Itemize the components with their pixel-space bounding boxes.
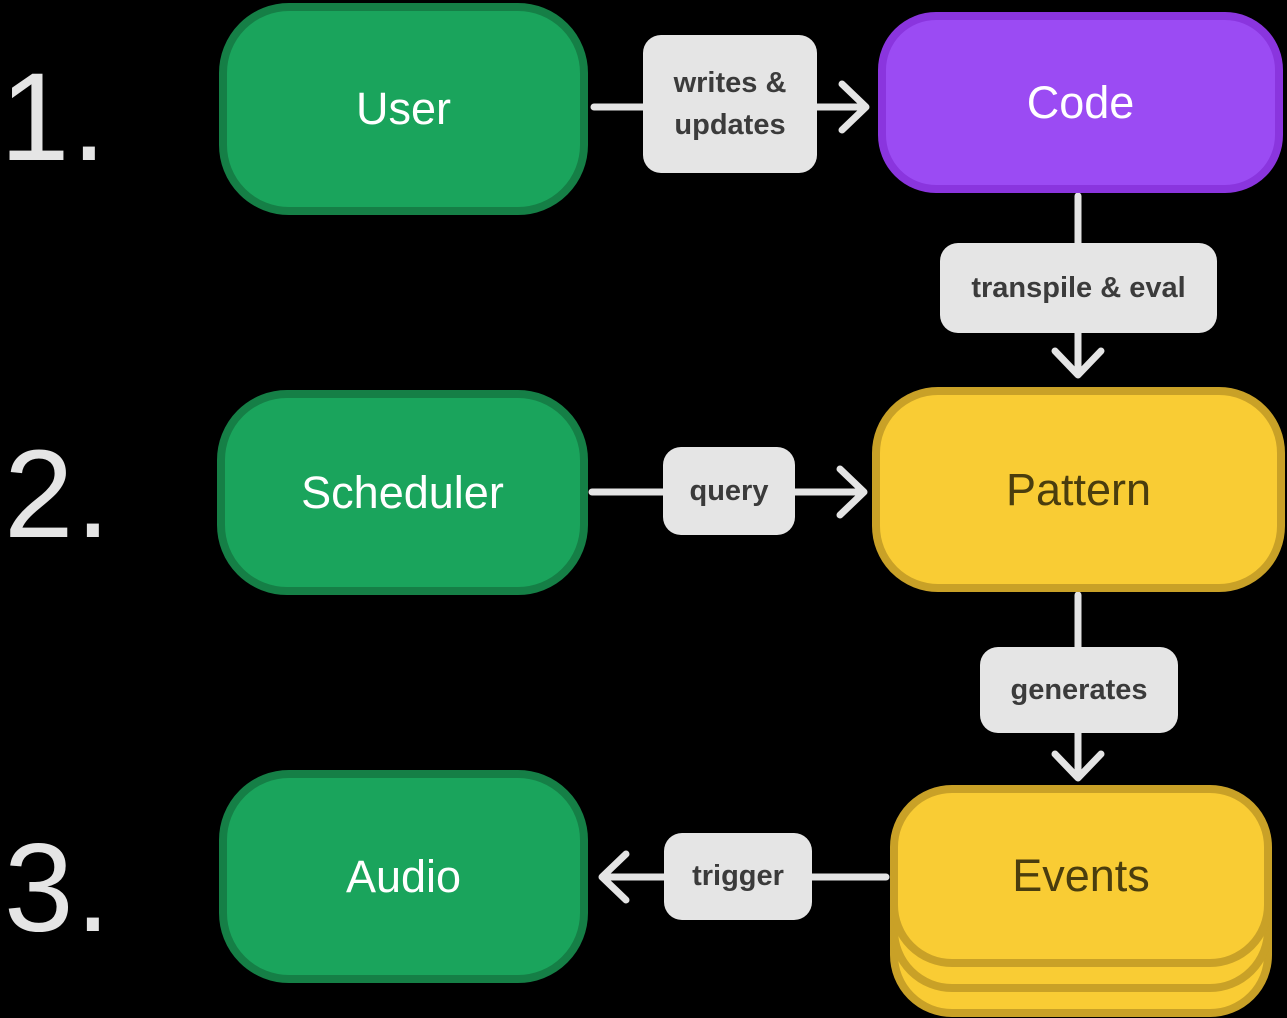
node-scheduler: Scheduler bbox=[217, 390, 588, 595]
arrow-head-down-icon bbox=[1051, 347, 1105, 379]
node-pattern: Pattern bbox=[872, 387, 1285, 592]
node-pattern-label: Pattern bbox=[1005, 463, 1152, 515]
node-code: Code bbox=[878, 12, 1283, 193]
edge-label-generates: generates bbox=[980, 647, 1178, 733]
node-audio: Audio bbox=[219, 770, 588, 983]
arrow-head-down-icon bbox=[1051, 750, 1105, 782]
edge-label-trigger: trigger bbox=[664, 833, 812, 920]
edge-label-transpile-eval: transpile & eval bbox=[940, 243, 1217, 333]
arrow-head-left-icon bbox=[598, 850, 630, 904]
node-user-label: User bbox=[355, 83, 451, 134]
arrow-head-right-icon bbox=[838, 80, 870, 134]
step-number-3: 3. bbox=[4, 819, 113, 958]
step-number-1: 1. bbox=[0, 48, 109, 187]
step-number-2: 2. bbox=[4, 425, 113, 564]
edge-label-writes-updates: writes & updates bbox=[643, 35, 817, 173]
node-audio-label: Audio bbox=[345, 850, 462, 902]
edge-label-query: query bbox=[663, 447, 795, 535]
node-code-label: Code bbox=[1026, 76, 1135, 128]
node-user: User bbox=[219, 3, 588, 215]
node-events: Events bbox=[890, 785, 1272, 967]
node-scheduler-label: Scheduler bbox=[301, 466, 504, 518]
node-events-label: Events bbox=[1012, 850, 1150, 901]
arrow-head-right-icon bbox=[836, 465, 868, 519]
